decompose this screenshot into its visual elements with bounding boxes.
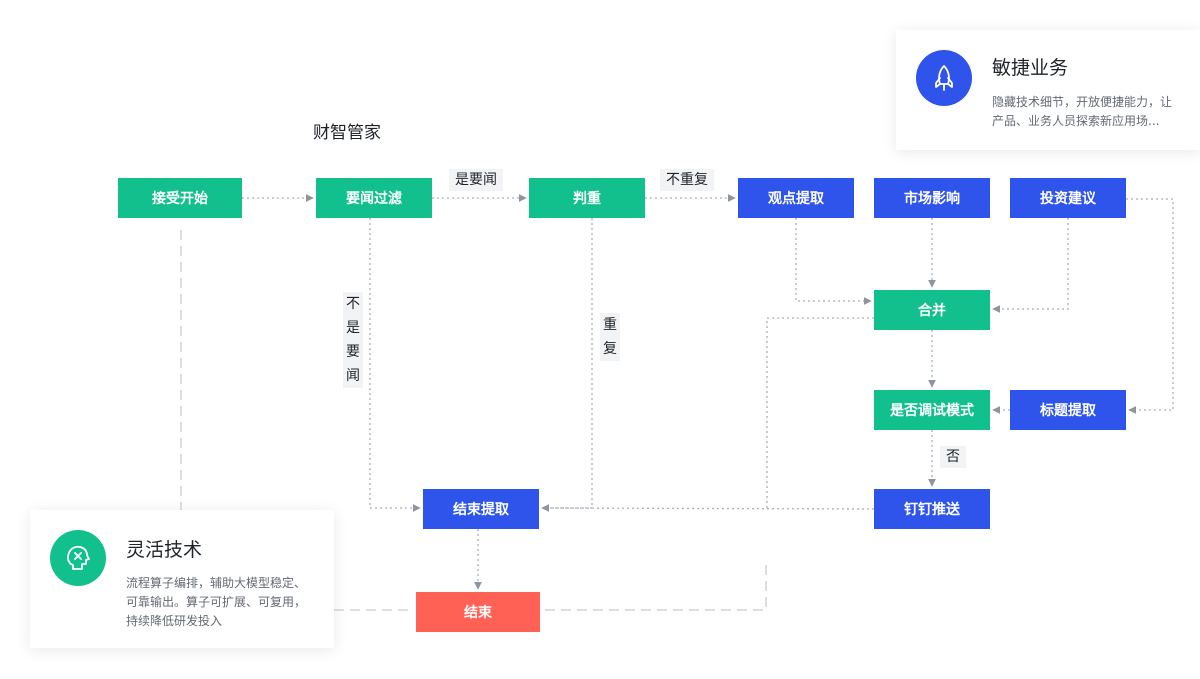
node-market-impact[interactable]: 市场影响 — [874, 178, 990, 218]
node-end-extract[interactable]: 结束提取 — [423, 489, 539, 529]
brain-icon — [50, 530, 106, 586]
node-merge[interactable]: 合并 — [874, 290, 990, 330]
node-title-extract[interactable]: 标题提取 — [1010, 390, 1126, 430]
node-accept-start[interactable]: 接受开始 — [118, 178, 242, 218]
agile-business-title: 敏捷业务 — [992, 57, 1069, 79]
node-debug-mode[interactable]: 是否调试模式 — [874, 390, 990, 430]
flexible-tech-title: 灵活技术 — [126, 539, 203, 561]
edge-label-no: 否 — [940, 446, 966, 468]
edge-advice-to-merge — [992, 218, 1069, 313]
edge-merge-to-endextract — [766, 317, 874, 508]
dashed-end-right — [545, 565, 767, 611]
edge-filter-to-endextract — [369, 218, 421, 512]
edge-label-not-news: 不是要闻 — [343, 292, 363, 388]
edge-label-duplicate: 重复 — [600, 313, 620, 361]
node-news-filter[interactable]: 要闻过滤 — [316, 178, 432, 218]
rocket-icon — [916, 50, 972, 106]
node-viewpoint-extract[interactable]: 观点提取 — [738, 178, 854, 218]
edge-viewpoint-to-merge — [795, 218, 872, 305]
page-title: 财智管家 — [313, 123, 381, 143]
node-dedupe-check[interactable]: 判重 — [529, 178, 645, 218]
agile-business-desc: 隐藏技术细节，开放便捷能力，让产品、业务人员探索新应用场... — [992, 95, 1173, 128]
edge-advice-to-title — [1126, 198, 1174, 414]
flexible-tech-card: 灵活技术 流程算子编排，辅助大模型稳定、可靠输出。算子可扩展、可复用，持续降低研… — [30, 510, 334, 648]
edge-push-to-endextract — [541, 504, 875, 512]
edge-label-is-news: 是要闻 — [449, 169, 503, 191]
node-dingtalk-push[interactable]: 钉钉推送 — [874, 489, 990, 529]
agile-business-card: 敏捷业务 隐藏技术细节，开放便捷能力，让产品、业务人员探索新应用场... — [896, 30, 1200, 150]
flexible-tech-desc: 流程算子编排，辅助大模型稳定、可靠输出。算子可扩展、可复用，持续降低研发投入 — [126, 576, 307, 628]
node-end[interactable]: 结束 — [416, 592, 540, 632]
node-invest-advice[interactable]: 投资建议 — [1010, 178, 1126, 218]
edge-dedupe-to-endextract — [542, 218, 593, 509]
edge-label-not-duplicate: 不重复 — [660, 169, 714, 191]
